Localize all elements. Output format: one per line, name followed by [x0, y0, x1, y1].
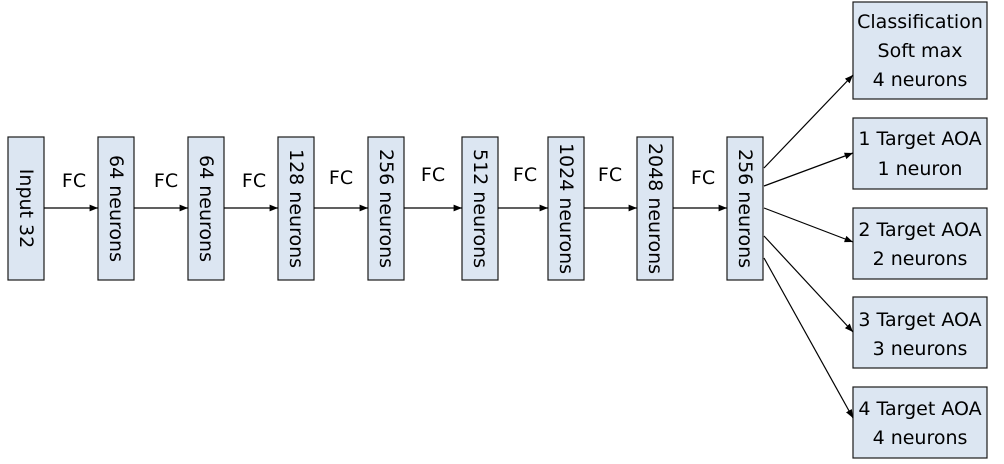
layer-label: 2048 neurons — [644, 143, 666, 274]
head-label-line: 2 Target AOA — [858, 219, 981, 241]
layer-box-3: 128 neurons — [277, 136, 315, 281]
fc-label: FC — [154, 170, 178, 192]
fc-label: FC — [242, 170, 266, 192]
layer-label: 512 neurons — [469, 149, 491, 268]
fc-label: FC — [421, 164, 445, 186]
fc-label: FC — [598, 164, 622, 186]
layer-box-1: 64 neurons — [97, 136, 135, 281]
head-box-1-target: 1 Target AOA 1 neuron — [852, 117, 988, 190]
fc-label: FC — [691, 167, 715, 189]
head-label-line: Classification — [857, 11, 983, 33]
head-arrow — [763, 207, 854, 243]
head-arrow — [763, 152, 854, 187]
layer-label: 64 neurons — [105, 155, 127, 262]
head-label-line: 3 neurons — [873, 338, 968, 360]
fc-label: FC — [62, 170, 86, 192]
head-label-line: Soft max — [878, 40, 963, 62]
fc-label: FC — [329, 167, 353, 189]
head-label-line: 4 neurons — [873, 69, 968, 91]
layer-label: 128 neurons — [285, 149, 307, 268]
layer-box-8: 256 neurons — [726, 136, 764, 281]
layer-label: Input 32 — [15, 169, 37, 248]
layer-box-input: Input 32 — [7, 136, 45, 281]
layer-label: 1024 neurons — [555, 143, 577, 274]
head-box-classification: Classification Soft max 4 neurons — [852, 1, 988, 100]
head-box-2-target: 2 Target AOA 2 neurons — [852, 207, 988, 280]
head-box-3-target: 3 Target AOA 3 neurons — [852, 296, 988, 369]
layer-label: 256 neurons — [375, 149, 397, 268]
head-label-line: 3 Target AOA — [858, 309, 981, 331]
layer-box-6: 1024 neurons — [547, 136, 585, 281]
head-arrow — [763, 235, 854, 333]
head-box-4-target: 4 Target AOA 4 neurons — [852, 386, 988, 459]
head-label-line: 4 neurons — [873, 427, 968, 449]
layer-box-2: 64 neurons — [187, 136, 225, 281]
head-label-line: 1 Target AOA — [858, 128, 981, 150]
layer-box-7: 2048 neurons — [636, 136, 674, 281]
head-arrow — [763, 257, 854, 419]
head-arrow — [763, 74, 854, 169]
fc-label: FC — [513, 164, 537, 186]
layer-label: 64 neurons — [195, 155, 217, 262]
layer-label: 256 neurons — [734, 149, 756, 268]
head-label-line: 2 neurons — [873, 248, 968, 270]
head-label-line: 4 Target AOA — [858, 398, 981, 420]
layer-box-5: 512 neurons — [461, 136, 499, 281]
layer-box-4: 256 neurons — [367, 136, 405, 281]
head-label-line: 1 neuron — [878, 158, 963, 180]
